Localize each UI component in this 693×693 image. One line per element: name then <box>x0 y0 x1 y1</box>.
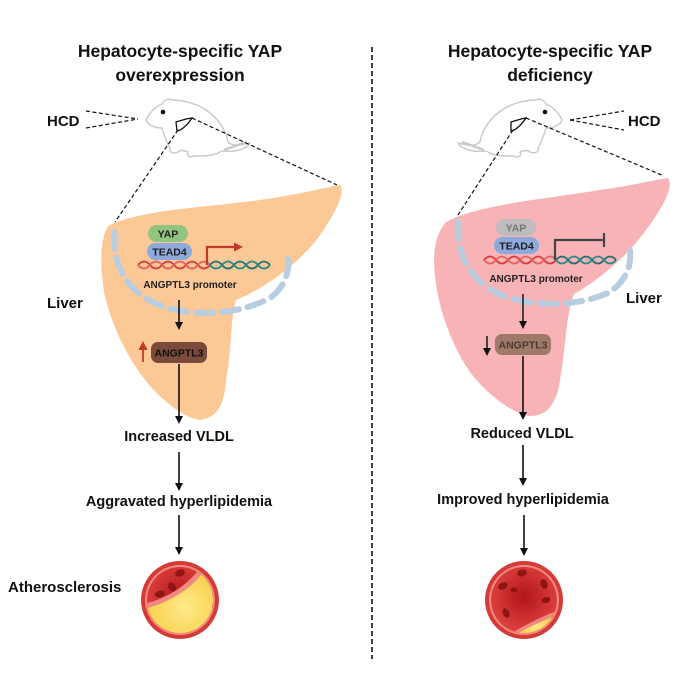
left-promoter-label: ANGPTL3 promoter <box>143 280 236 291</box>
right-mouse-icon <box>456 98 563 158</box>
right-angptl3-pill <box>495 334 551 355</box>
right-diet-cone-icon <box>569 110 625 131</box>
right-inhibition-icon <box>553 233 606 260</box>
right-hcd-label: HCD <box>628 113 661 130</box>
left-outcome-label: Atherosclerosis <box>8 579 121 596</box>
left-yap-pill <box>148 225 188 242</box>
right-promoter-label: ANGPTL3 promoter <box>489 274 582 285</box>
right-mouse-eye-icon <box>542 109 548 115</box>
left-dna-helix-icon <box>137 260 271 270</box>
right-dna-helix-icon <box>483 255 617 265</box>
left-mouse-icon <box>145 98 252 158</box>
right-liver-shape <box>434 178 670 416</box>
left-hcd-label: HCD <box>47 113 80 130</box>
left-zoom-lines <box>114 117 338 223</box>
left-nucleus-membrane <box>111 229 292 316</box>
left-liver-shape <box>101 185 342 420</box>
left-mouse-eye-icon <box>160 109 166 115</box>
right-liver-label: Liver <box>626 290 662 307</box>
right-vessel-open-icon <box>485 561 563 639</box>
left-angptl3-pill <box>151 342 207 363</box>
right-flow-step-1: Reduced VLDL <box>470 426 573 442</box>
right-yap-pill <box>496 219 536 236</box>
left-tead4-label: TEAD4 <box>152 247 187 259</box>
right-title-line1: Hepatocyte-specific YAP <box>448 41 653 61</box>
right-zoom-lines <box>455 117 665 219</box>
left-panel: Hepatocyte-specific YAP overexpression H… <box>8 41 342 639</box>
right-tead4-pill <box>494 237 539 254</box>
left-title-line1: Hepatocyte-specific YAP <box>78 41 283 61</box>
left-diet-cone-icon <box>85 110 139 129</box>
left-activation-arrow-icon <box>205 242 243 265</box>
left-tead4-pill <box>147 243 192 260</box>
left-vessel-occluded-icon <box>141 561 219 639</box>
left-flow-step-2: Aggravated hyperlipidemia <box>86 494 273 510</box>
right-title-line2: deficiency <box>507 65 593 85</box>
right-panel: Hepatocyte-specific YAP deficiency HCD Y… <box>434 41 670 639</box>
left-angptl3-label: ANGPTL3 <box>154 348 203 360</box>
left-flow-step-1: Increased VLDL <box>124 429 234 445</box>
left-liver-label: Liver <box>47 295 83 312</box>
right-flow-step-2: Improved hyperlipidemia <box>437 492 610 508</box>
right-yap-label: YAP <box>506 223 527 235</box>
right-mouse-liver-icon <box>510 117 528 132</box>
right-angptl3-label: ANGPTL3 <box>498 340 547 352</box>
left-title-line2: overexpression <box>115 65 244 85</box>
left-yap-label: YAP <box>158 229 179 241</box>
right-tead4-label: TEAD4 <box>499 241 534 253</box>
right-nucleus-membrane <box>454 219 634 307</box>
left-mouse-liver-icon <box>175 117 194 132</box>
